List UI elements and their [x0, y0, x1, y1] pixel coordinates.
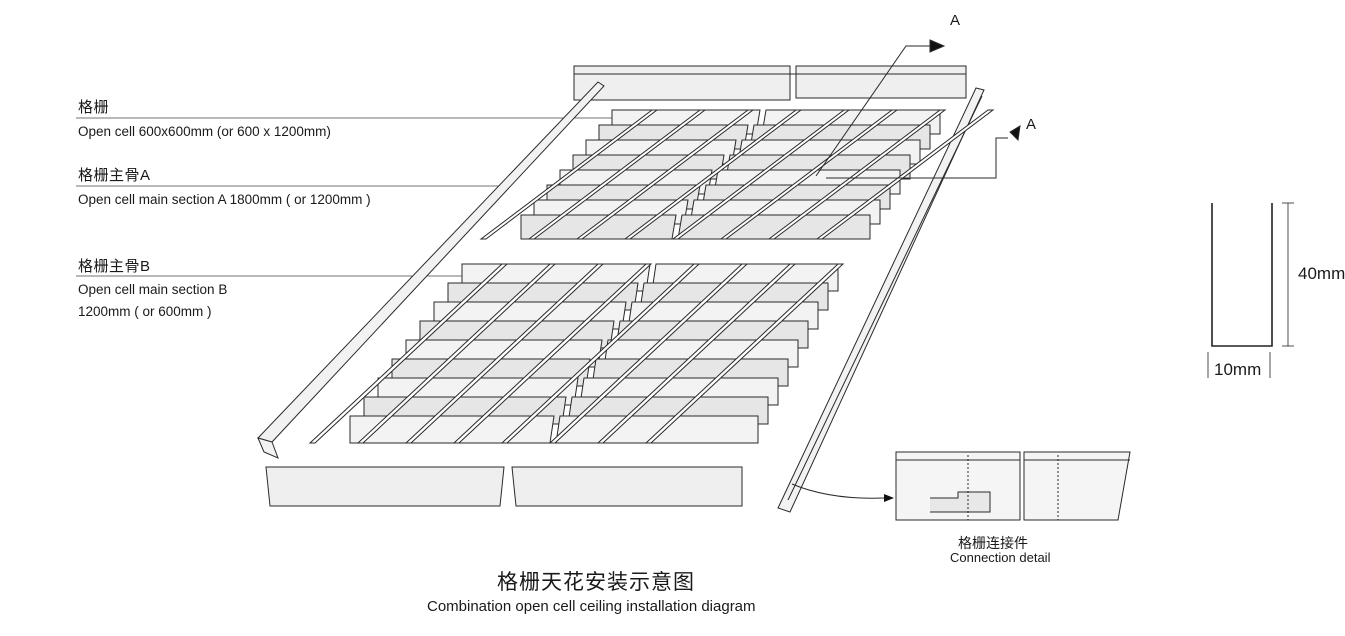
grille-panels	[349, 109, 941, 444]
profile-width-label: 10mm	[1214, 360, 1262, 379]
grille-rib	[671, 109, 851, 240]
right-main-rail	[777, 87, 985, 513]
grille-rib	[500, 263, 701, 444]
grille-rib	[527, 109, 707, 240]
profile-section	[1207, 202, 1294, 378]
section-mark-a-top: A	[950, 12, 961, 29]
grille-rib	[548, 263, 749, 444]
diagram-title-en: Combination open cell ceiling installati…	[427, 598, 756, 615]
diagram-title-zh: 格栅天花安装示意图	[497, 571, 695, 594]
grille-rib	[452, 263, 653, 444]
grille-rib	[596, 263, 797, 444]
section-mark-a-right: A	[1026, 116, 1037, 133]
connection-label-en: Connection detail	[950, 550, 1051, 565]
grille-rib	[644, 263, 845, 444]
grille-strip	[677, 214, 871, 240]
back-rail	[573, 65, 967, 101]
label-grille-en: Open cell 600x600mm (or 600 x 1200mm)	[78, 124, 331, 139]
label-main-b-zh: 格栅主骨B	[78, 258, 151, 275]
grille-strip	[555, 415, 759, 444]
label-grille-zh: 格栅	[78, 99, 110, 116]
grille-rib	[479, 109, 659, 240]
grille-rib	[575, 109, 755, 240]
label-main-b-en-line2: 1200mm ( or 600mm )	[78, 304, 212, 319]
connection-detail-drawing	[895, 451, 1131, 521]
grille-rib	[815, 109, 995, 240]
grille-strip	[349, 415, 555, 444]
grille-rib	[767, 109, 947, 240]
connection-label-zh: 格栅连接件	[958, 535, 1028, 551]
front-rail	[265, 466, 743, 507]
left-main-rail	[257, 81, 605, 459]
grille-rib	[404, 263, 605, 444]
label-main-a-zh: 格栅主骨A	[78, 167, 151, 184]
grille-rib	[719, 109, 899, 240]
section-arrows	[815, 39, 1021, 179]
profile-height-label: 40mm	[1298, 264, 1345, 283]
grille-rib	[356, 263, 557, 444]
grille-ribs	[308, 109, 995, 444]
label-main-b-en-line1: Open cell main section B	[78, 282, 228, 297]
label-main-a-en: Open cell main section A 1800mm ( or 120…	[78, 192, 371, 207]
connection-pointer	[791, 483, 885, 499]
grille-rib	[308, 263, 509, 444]
grille-rib	[623, 109, 803, 240]
